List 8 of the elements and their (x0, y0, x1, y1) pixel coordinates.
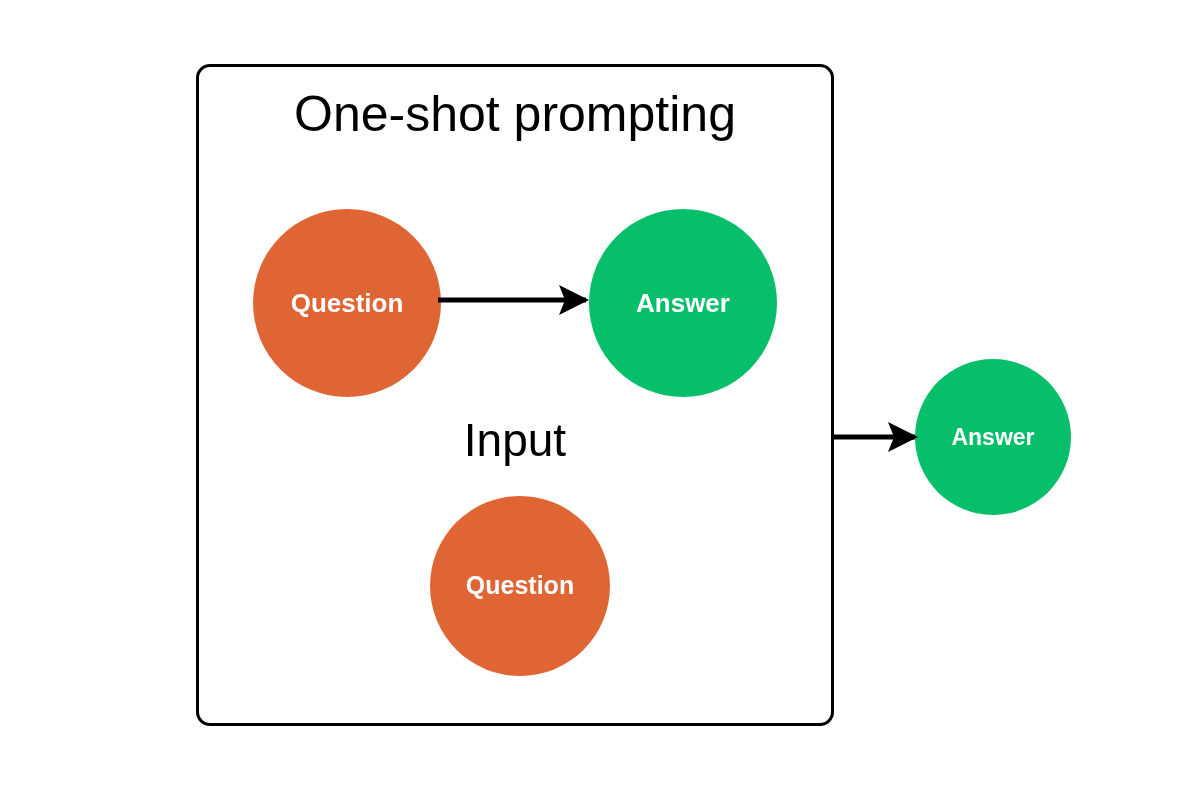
node-label: Question (465, 570, 575, 602)
node-label: Answer (951, 422, 1035, 452)
frame-title: One-shot prompting (293, 89, 737, 139)
group-frame (196, 64, 834, 726)
node-label: Question (290, 286, 404, 320)
arrow (834, 422, 918, 452)
arrow (438, 285, 589, 315)
node-label: Answer (636, 286, 730, 320)
